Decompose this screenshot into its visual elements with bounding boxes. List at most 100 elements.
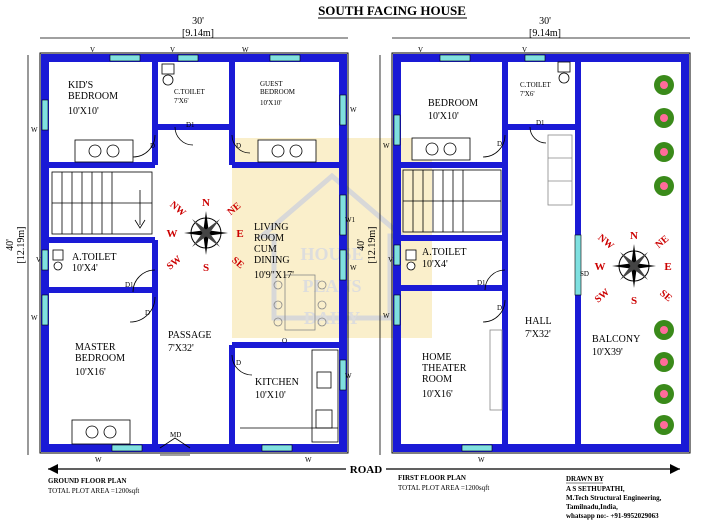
a-toilet-size: 10'X4': [72, 263, 98, 274]
first-width-metric: [9.14m]: [529, 28, 561, 39]
first-tag-d-1: D: [497, 140, 502, 148]
hall-size: 7'X32': [525, 329, 551, 340]
master-bedroom-size: 10'X16': [75, 367, 106, 378]
ground-compass-nw: NW: [167, 199, 187, 219]
first-outer-outline: [391, 52, 691, 454]
ground-tag-w-6: W: [345, 372, 352, 380]
ground-c-toilet-name: C.TOILET: [174, 88, 206, 96]
first-area-label: TOTAL PLOT AREA =1200sqft: [398, 484, 489, 492]
first-height-dim: 40': [356, 239, 367, 251]
first-a-toilet-name: A.TOILET: [422, 247, 467, 258]
first-tag-v-1: V: [418, 46, 423, 54]
ground-tag-w-2: W: [31, 126, 38, 134]
ground-height-metric: [12.19m]: [16, 227, 27, 264]
main-door-tag: MD: [170, 431, 181, 439]
first-tag-d-2: D: [497, 304, 502, 312]
ground-width-dim: 30': [192, 16, 204, 27]
road-label: ROAD: [350, 464, 382, 476]
first-height-metric: [12.19m]: [367, 227, 378, 264]
sliding-door-tag: SD: [580, 270, 589, 278]
first-bedroom-name: BEDROOM: [428, 98, 478, 109]
credits-degree: M.Tech Structural Engineering,: [566, 494, 662, 502]
ground-compass-w: W: [167, 228, 178, 240]
passage-size: 7'X32': [168, 343, 194, 354]
first-width-dim: 30': [539, 16, 551, 27]
ground-height-dim: 40': [5, 239, 16, 251]
first-plan-label: FIRST FLOOR PLAN: [398, 474, 466, 482]
first-internal-walls: [397, 58, 581, 448]
ground-tag-w-8: W: [305, 456, 312, 464]
guest-bedroom-size: 10'X10': [260, 99, 282, 107]
first-tag-v-2: V: [522, 46, 527, 54]
watermark-line-3: DAILY: [304, 308, 360, 328]
ground-windows: [41, 54, 347, 452]
first-compass-sw: SW: [593, 287, 612, 305]
ground-floor-plan: 30' [9.14m] 40' [12.19m]: [5, 16, 357, 495]
watermark-line-1: HOUSE: [300, 244, 363, 264]
dining-table: [273, 274, 327, 331]
credits-block: DRAWN BY A S SETHUPATHI, M.Tech Structur…: [566, 475, 662, 520]
ground-tag-w1: W1: [345, 216, 356, 224]
first-compass-nw: NW: [595, 232, 615, 252]
ground-tag-w-4: W: [350, 264, 357, 272]
first-compass-se: SE: [657, 288, 674, 305]
first-bedroom-size: 10'X10': [428, 111, 459, 122]
credits-name: A S SETHUPATHI,: [566, 485, 625, 493]
ground-c-toilet-size: 7'X6': [174, 97, 189, 105]
first-toilet-fixtures: [405, 61, 571, 271]
road-indicator: ROAD: [48, 462, 680, 476]
credits-whatsapp: whatsapp no:- +91-9952029063: [566, 512, 659, 520]
hall-sofa: [489, 134, 573, 411]
ground-compass-s: S: [203, 262, 209, 274]
first-bed: [411, 137, 471, 161]
ground-compass-n: N: [202, 197, 210, 209]
first-compass-s: S: [631, 295, 637, 307]
first-tag-d1-1: D1: [536, 119, 545, 127]
ground-compass-sw: SW: [165, 254, 184, 272]
ground-internal-walls: [45, 58, 343, 448]
ground-tag-v-2: V: [170, 46, 175, 54]
balcony-plants: [654, 75, 674, 435]
ground-outer-outline: [39, 52, 349, 454]
kitchen-name: KITCHEN: [255, 377, 299, 388]
ground-compass-e: E: [236, 228, 243, 240]
first-a-toilet-size: 10'X4': [422, 259, 448, 270]
ground-tag-d-2: D: [236, 142, 241, 150]
ground-toilet-fixtures: [52, 63, 175, 271]
ground-tag-w-3: W: [350, 106, 357, 114]
ground-tag-w-1: W: [242, 46, 249, 54]
a-toilet-name: A.TOILET: [72, 252, 117, 263]
ground-tag-o: O: [282, 337, 287, 345]
first-tag-w-2: W: [383, 312, 390, 320]
drawn-by-label: DRAWN BY: [566, 475, 604, 483]
watermark-line-2: PLANS: [302, 276, 361, 296]
ground-width-metric: [9.14m]: [182, 28, 214, 39]
first-c-toilet-size: 7'X6': [520, 90, 535, 98]
ground-plan-label: GROUND FLOOR PLAN: [48, 477, 127, 485]
ground-tag-v-3: V: [36, 256, 41, 264]
first-doors: [482, 126, 547, 323]
ground-tag-w-5: W: [31, 314, 38, 322]
ground-tag-w-7: W: [95, 456, 102, 464]
first-tag-v-3: V: [388, 256, 393, 264]
first-c-toilet-name: C.TOILET: [520, 81, 552, 89]
kitchen-platform: [240, 349, 339, 443]
drawing-title: SOUTH FACING HOUSE: [318, 3, 466, 18]
credits-location: Tamilnadu,India,: [566, 503, 618, 511]
ground-tag-d-4: D: [236, 359, 241, 367]
first-tag-w-1: W: [383, 142, 390, 150]
first-compass-n: N: [630, 230, 638, 242]
kids-bedroom-size: 10'X10': [68, 106, 99, 117]
hall-name: HALL: [525, 316, 552, 327]
first-staircase: [402, 169, 502, 233]
ground-tag-v-1: V: [90, 46, 95, 54]
balcony-size: 10'X39': [592, 347, 623, 358]
ground-tag-d-1: D: [150, 142, 155, 150]
first-floor-plan: 30' [9.14m] 40' [12.19m]: [356, 16, 691, 492]
ground-tag-d1-1: D1: [186, 121, 195, 129]
